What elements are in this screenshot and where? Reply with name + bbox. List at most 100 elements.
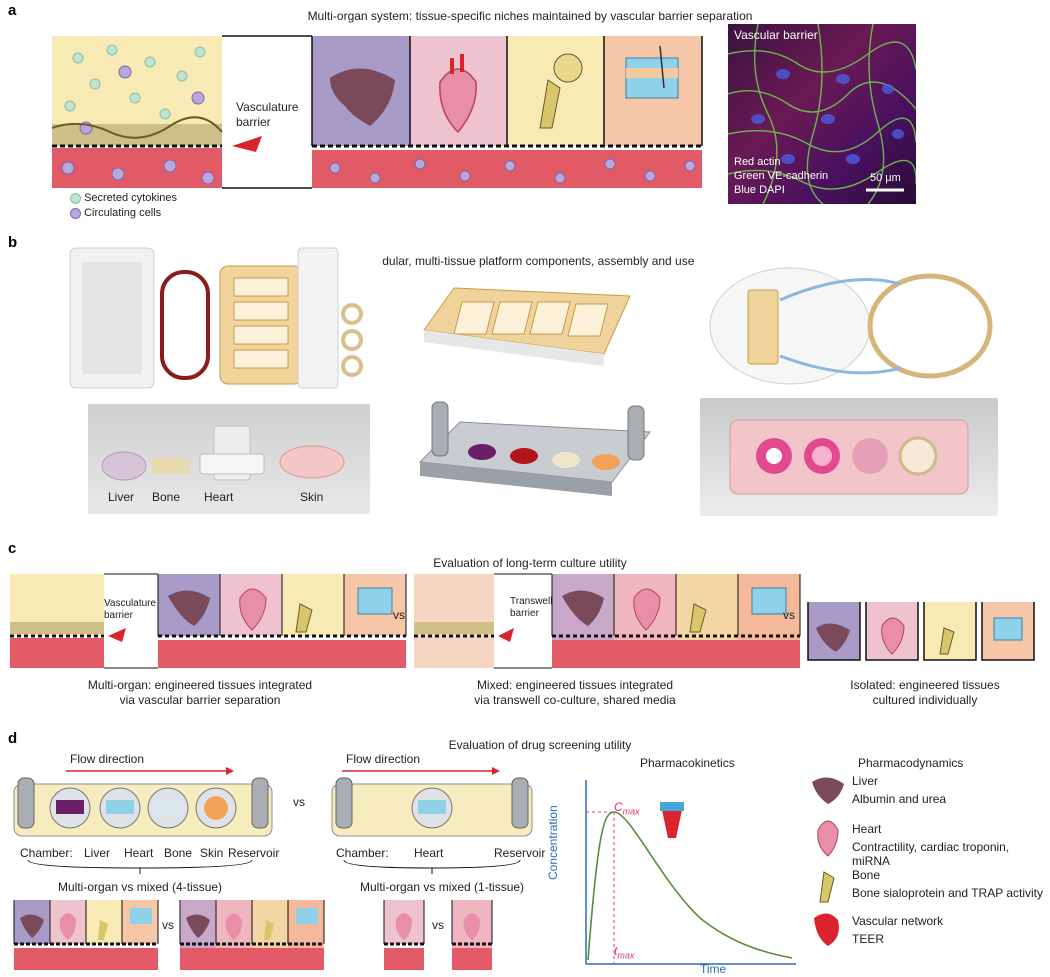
tissue-label-skin: Skin [300,490,324,504]
chamber-bone: Bone [164,846,193,860]
dish-with-tubing-photo [700,260,1000,392]
legend-cytokines-label: Secreted cytokines [84,192,177,204]
mixed-4-tissue-wells [179,900,325,970]
bone-icon [689,603,707,633]
assembled-platform-photo [414,268,640,380]
panel-d-title: Evaluation of drug screening utility [448,738,632,752]
pd-icons [812,777,844,946]
multi-organ-wells [311,36,703,188]
pk-ylabel: Concentration [546,805,560,880]
liver-icon [562,590,604,626]
multi-tissue-device [13,777,273,874]
chamber-label-right: Chamber: [336,846,389,860]
heart-icon [239,588,267,631]
panel-c-title: Evaluation of long-term culture utility [433,556,627,570]
micrograph-line-green: Green VE-cadherin [734,170,829,182]
caption-multi-organ-line1: Multi-organ: engineered tissues integrat… [87,678,313,692]
chamber-heart: Heart [124,846,154,860]
vs-c2: vs [783,608,795,622]
panel-a-title: Multi-organ system: tissue-specific nich… [307,9,753,23]
caption-multi-organ-line2: via vascular barrier separation [119,693,281,707]
cmax-label: Cmax [614,800,640,816]
pk-curve [587,811,793,961]
panel-d-devices [13,777,533,874]
flow-arrow-right [342,767,500,775]
caption-multi-organ: Multi-organ: engineered tissues integrat… [60,678,340,708]
vasculature-barrier-label: Vasculature barrier [236,100,299,129]
caption-isolated-line1: Isolated: engineered tissues [850,678,1000,692]
transwell-barrier-label: Transwell barrier [510,596,553,619]
flow-direction-left: Flow direction [70,752,145,766]
single-tissue-device [331,777,533,874]
flow-arrow-left [66,767,234,775]
caption-isolated-line2: cultured individually [872,693,978,707]
panel-d-wells [13,900,493,970]
legend-secreted-cytokines: Secreted cytokines [70,192,177,204]
pd-liver-desc: Albumin and urea [852,792,947,806]
panel-b-title: Modular, multi-tissue platform component… [365,254,695,268]
chamber-reservoir-right: Reservoir [494,846,546,860]
caption-mixed-line2: via transwell co-culture, shared media [474,693,676,707]
vs-d-4tissue: vs [162,918,174,932]
panel-d-label: d [8,730,18,747]
heart-icon [439,54,477,134]
pd-heart-desc: Contractility, cardiac troponin, miRNA [852,840,1010,868]
cmax-symbol: C [614,800,623,814]
skin-icon [751,587,787,615]
panel-a-label: a [8,2,17,19]
liver-icon [812,777,844,804]
legend-circulating-label: Circulating cells [84,207,162,219]
flow-direction-right: Flow direction [346,752,421,766]
cytokine-icon [70,192,81,204]
scale-bar-label: 50 μm [870,172,901,184]
vs-d-devices: vs [293,795,305,809]
legend-circulating-cells: Circulating cells [70,207,161,219]
cmax-sub: max [622,806,640,817]
heart-icon [633,588,661,631]
platform-render [400,392,668,512]
vasculature-barrier-label-c: Vasculature barrier [104,598,157,621]
chamber-heart-right: Heart [414,846,444,860]
pd-heart-name: Heart [852,822,882,836]
compare-1-tissue: Multi-organ vs mixed (1-tissue) [360,880,525,894]
vascular-network-icon [814,913,839,946]
tmax-sub: max [617,950,635,961]
chamber-label-left: Chamber: [20,846,73,860]
isolated-organ-icons [816,617,1023,655]
pd-vascular-name: Vascular network [852,914,944,928]
panel-a-schematic [51,35,703,189]
caption-mixed-line1: Mixed: engineered tissues integrated [476,678,674,692]
tissue-label-liver: Liver [108,490,135,504]
caption-isolated: Isolated: engineered tissues cultured in… [820,678,1030,708]
chamber-skin: Skin [200,846,224,860]
pk-title: Pharmacokinetics [640,756,735,770]
bone-icon [539,53,583,129]
compare-4-tissue: Multi-organ vs mixed (4-tissue) [58,880,223,894]
skin-icon [357,587,393,615]
mixed-config [414,573,801,669]
vascular-barrier-micrograph: Vascular barrier Red actin Green VE-cadh… [728,24,916,204]
micrograph-title: Vascular barrier [734,28,818,42]
tube-icon [660,802,684,838]
bone-icon [819,871,835,903]
caption-mixed: Mixed: engineered tissues integrated via… [430,678,720,708]
pd-title: Pharmacodynamics [858,756,964,770]
tissues-photo [88,404,370,514]
tissue-label-heart: Heart [204,490,234,504]
liver-icon [330,68,395,126]
tissue-label-bone: Bone [152,490,181,504]
pd-vascular-desc: TEER [852,932,885,946]
multi-organ-config [10,573,407,669]
heart-icon [817,820,839,857]
pd-bone-name: Bone [852,868,881,882]
vascular-barrier-inset [51,36,262,188]
micrograph-line-red: Red actin [734,156,781,168]
panel-b-label: b [8,234,18,251]
vs-c1: vs [393,608,405,622]
skin-icon [625,45,679,99]
bone-icon [295,603,313,633]
circulating-cell-icon [70,207,81,219]
liver-icon [168,590,210,626]
multi-organ-4-tissue-wells [13,900,159,970]
pk-xlabel: Time [700,962,727,976]
